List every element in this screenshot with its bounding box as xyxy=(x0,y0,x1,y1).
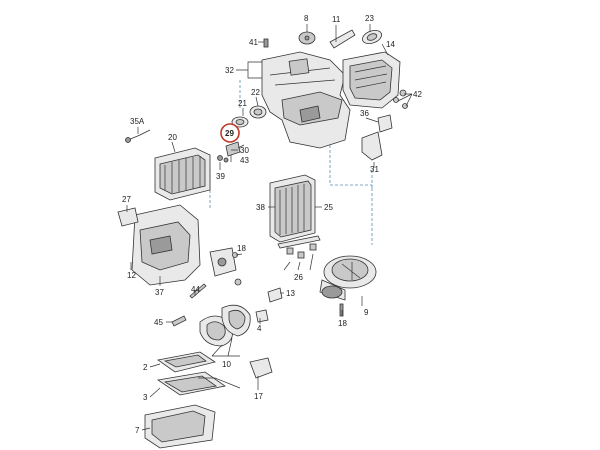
part-labels: 8 11 23 14 41 32 22 21 29 36 42 35A 20 3… xyxy=(122,14,422,435)
label-36: 36 xyxy=(360,109,369,118)
lower-air-housing xyxy=(117,204,201,286)
label-39: 39 xyxy=(216,172,225,181)
label-22: 22 xyxy=(251,88,260,97)
label-12: 12 xyxy=(127,271,136,280)
label-18-upper: 18 xyxy=(237,244,246,253)
label-27: 27 xyxy=(122,195,131,204)
label-2: 2 xyxy=(143,363,148,372)
label-31: 31 xyxy=(370,165,379,174)
label-17: 17 xyxy=(254,392,263,401)
label-29: 29 xyxy=(225,129,234,138)
label-7: 7 xyxy=(135,426,140,435)
small-parts-top xyxy=(263,29,383,49)
label-3: 3 xyxy=(143,393,148,402)
clips-26 xyxy=(286,243,317,259)
label-37: 37 xyxy=(155,288,164,297)
evaporator-filter xyxy=(269,174,321,249)
gaskets-10 xyxy=(199,304,251,347)
label-21: 21 xyxy=(238,99,247,108)
label-42: 42 xyxy=(413,90,422,99)
label-41: 41 xyxy=(249,38,258,47)
blower-motor xyxy=(319,255,377,301)
rod-parts xyxy=(171,283,207,327)
label-20: 20 xyxy=(168,133,177,142)
heater-core xyxy=(154,147,211,201)
small-motor-parts xyxy=(209,247,344,323)
label-25: 25 xyxy=(324,203,333,212)
label-10: 10 xyxy=(222,360,231,369)
label-4: 4 xyxy=(257,324,262,333)
part-29-actuator xyxy=(217,141,245,163)
label-44: 44 xyxy=(191,285,200,294)
label-11: 11 xyxy=(332,15,341,24)
heater-housing-upper xyxy=(261,51,351,149)
leader-lines xyxy=(126,24,413,431)
label-45: 45 xyxy=(154,318,163,327)
seal-rings xyxy=(231,105,267,128)
label-18-lower: 18 xyxy=(338,319,347,328)
label-38: 38 xyxy=(256,203,265,212)
label-30: 30 xyxy=(240,146,249,155)
label-13: 13 xyxy=(286,289,295,298)
highlight-ring-29 xyxy=(220,123,240,143)
label-26: 26 xyxy=(294,273,303,282)
label-43: 43 xyxy=(240,156,249,165)
label-35a: 35A xyxy=(130,117,145,126)
lower-filter-parts xyxy=(144,351,273,449)
air-flap-box xyxy=(342,51,401,109)
sensor-35a xyxy=(125,129,151,143)
label-8: 8 xyxy=(304,14,309,23)
label-23: 23 xyxy=(365,14,374,23)
label-14: 14 xyxy=(386,40,395,49)
label-9: 9 xyxy=(364,308,369,317)
label-32: 32 xyxy=(225,66,234,75)
